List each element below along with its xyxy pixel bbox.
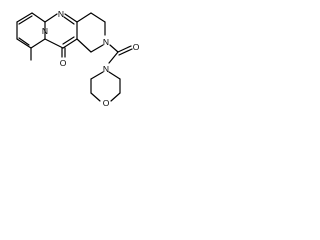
atom-labels: N N N N O O O [42,9,140,108]
bond [62,38,78,49]
bond [90,44,104,53]
chemical-structure-canvas: N N N N O O O [0,0,144,112]
bond [110,92,121,102]
pyrimidinone-ring-bonds [44,13,78,58]
bond [16,38,32,49]
atom-label-oxygen: O [133,42,140,52]
bond [16,12,33,23]
bond [31,12,46,23]
piperidine-ring-bonds [76,12,106,53]
bond-double-inner [62,36,75,45]
atom-label-nitrogen: N [103,64,109,74]
bond [44,38,64,49]
bond [76,38,92,53]
bond [30,38,46,49]
atom-label-oxygen: O [103,98,110,108]
bond-double-inner [63,16,75,25]
bond [109,44,119,53]
atom-label-nitrogen: N [42,26,48,36]
bond [76,12,92,23]
bond [90,71,104,80]
bond [90,12,106,23]
bond [90,92,101,102]
morpholine-ring-bonds [90,71,121,102]
amide-double-bond-b [118,48,133,56]
bond [64,13,78,23]
bond-double-inner [18,37,30,46]
atom-label-nitrogen: N [58,9,64,19]
bond [108,51,119,64]
bond [44,13,58,23]
amide-double-bond-a [117,45,132,53]
atom-label-nitrogen: N [103,37,109,47]
atom-label-oxygen: O [60,58,67,68]
amide-linker-bonds [108,44,133,64]
pyridine-ring-bonds [16,12,46,61]
bond-double-inner [18,15,33,25]
molecule-drawing: N N N N O O O [16,9,140,108]
bond [108,71,121,80]
